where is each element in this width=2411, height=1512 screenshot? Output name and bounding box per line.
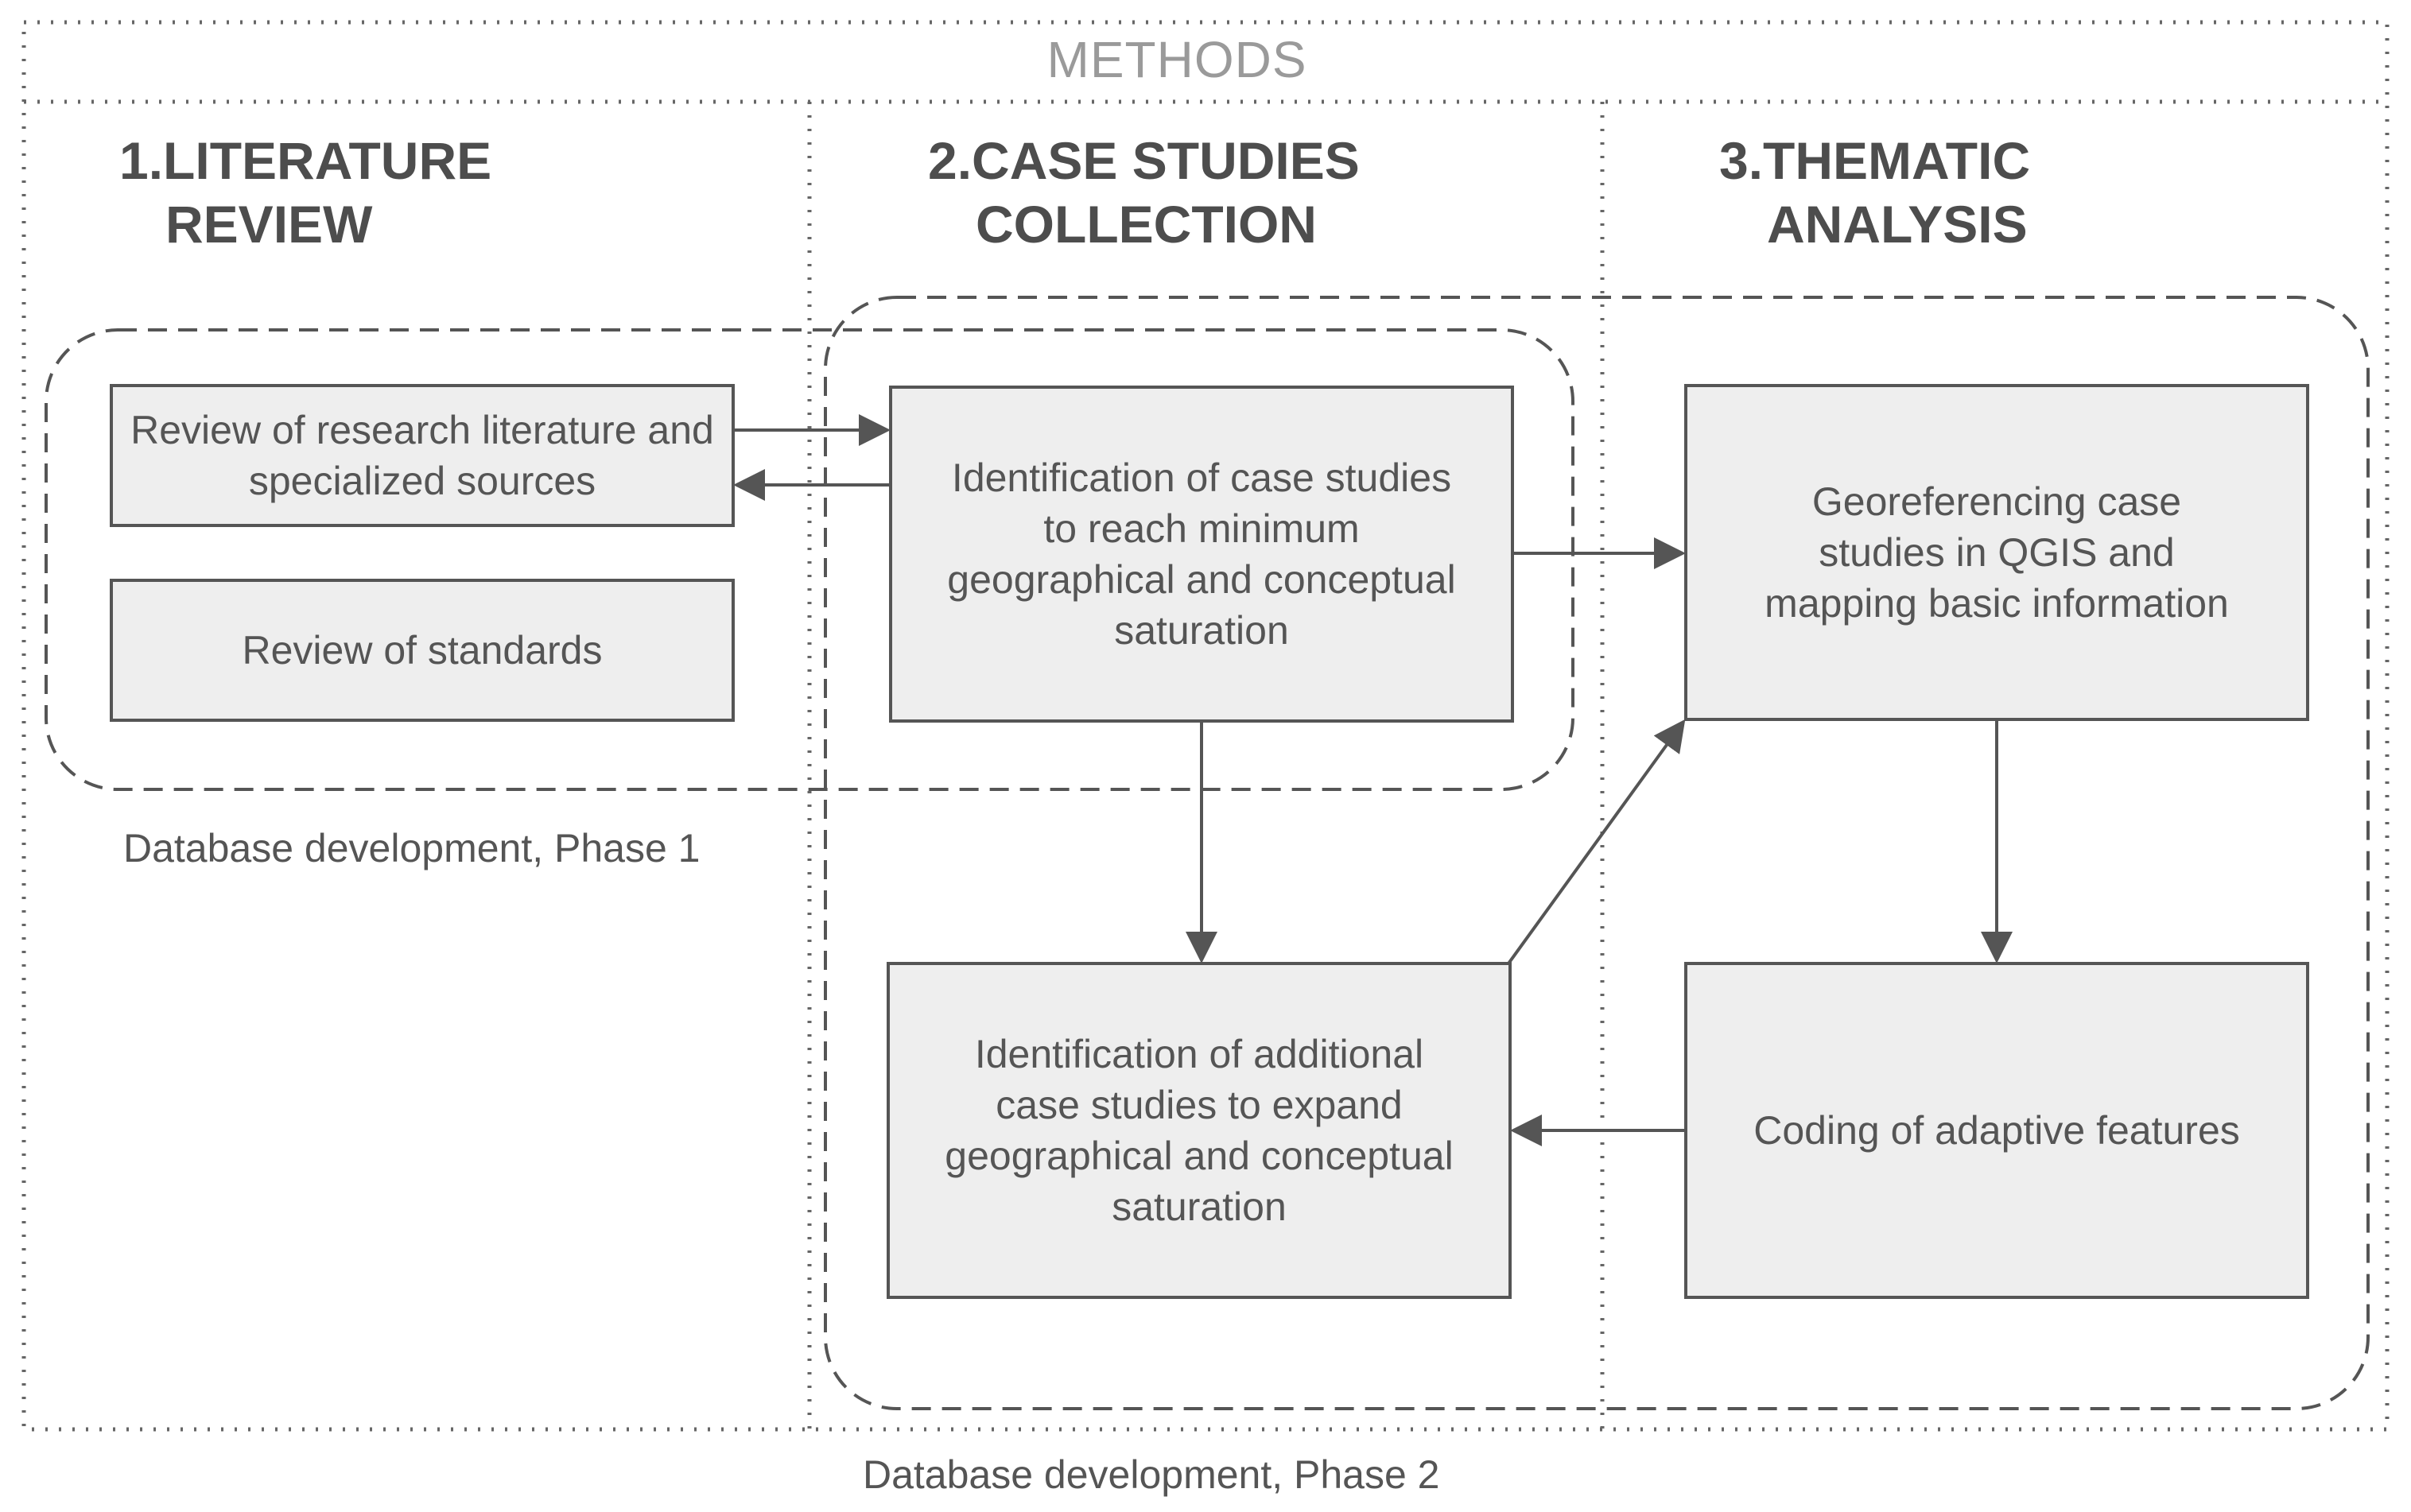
box-identification-cases <box>889 386 1514 723</box>
column-heading-thematic: 3.THEMATIC ANALYSIS <box>1694 129 2107 256</box>
phase2-caption: Database development, Phase 2 <box>863 1452 1440 1497</box>
column-heading-thematic-line2: ANALYSIS <box>1767 195 2028 254</box>
column-heading-literature: 1.LITERATURE REVIEW <box>119 129 565 256</box>
box-review-standards-text: Review of standards <box>242 628 603 673</box>
column-heading-literature-line1: 1.LITERATURE <box>119 131 492 190</box>
methods-title: METHODS <box>1046 31 1307 88</box>
box-review-literature-text: Review of research literature and specia… <box>130 408 714 503</box>
box-georeferencing-text: Georeferencing case studies in QGIS and … <box>1765 479 2229 626</box>
column-heading-case-studies-line1: 2.CASE STUDIES <box>928 131 1360 190</box>
column-heading-literature-line2: REVIEW <box>165 195 373 254</box>
box-coding <box>1684 962 2309 1299</box>
box-georeferencing <box>1684 384 2309 721</box>
phase2-group <box>824 296 2370 1410</box>
column-heading-thematic-line1: 3.THEMATIC <box>1719 131 2031 190</box>
box-identification-additional <box>887 962 1512 1299</box>
phase1-group <box>45 328 1574 791</box>
box-identification-cases-text: Identification of case studies to reach … <box>947 456 1456 653</box>
box-identification-additional-text: Identification of additional case studie… <box>945 1032 1454 1229</box>
box-review-standards <box>110 579 735 722</box>
box-coding-text: Coding of adaptive features <box>1753 1108 2240 1153</box>
arrow-additional-to-georeferencing <box>1507 719 1686 965</box>
box-review-literature <box>110 384 735 527</box>
phase1-caption: Database development, Phase 1 <box>123 826 701 870</box>
column-heading-case-studies: 2.CASE STUDIES COLLECTION <box>891 129 1400 256</box>
column-heading-case-studies-line2: COLLECTION <box>976 195 1317 254</box>
